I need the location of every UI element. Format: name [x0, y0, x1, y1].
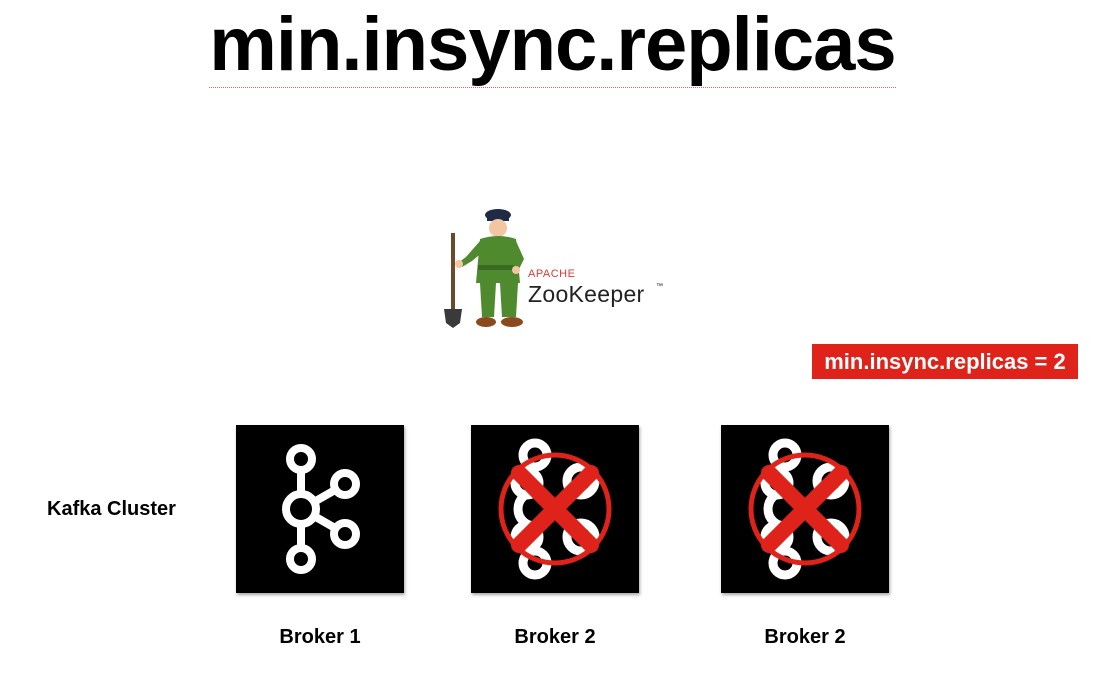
red-x-icon: [498, 452, 612, 566]
kafka-cluster-label: Kafka Cluster: [47, 498, 176, 520]
broker-1-label: Broker 1: [279, 626, 361, 648]
broker-1-tile: [236, 425, 404, 593]
broker-3-label: Broker 2: [764, 626, 846, 648]
broker-2-tile: [471, 425, 639, 593]
red-x-icon: [748, 452, 862, 566]
zookeeper-trademark: ™: [656, 283, 663, 290]
zookeeper-name: ZooKeeper: [528, 281, 645, 307]
zookeeper-apache-label: APACHE: [528, 268, 576, 280]
kafka-icon: [282, 444, 360, 574]
broker-3-tile: [721, 425, 889, 593]
broker-2-label: Broker 2: [514, 626, 596, 648]
zookeeper-keeper-icon: [444, 209, 524, 328]
title-text: min.insync.replicas: [209, 2, 897, 88]
slide-title: min.insync.replicas: [0, 2, 1105, 88]
min-insync-replicas-badge: min.insync.replicas = 2: [812, 344, 1078, 379]
